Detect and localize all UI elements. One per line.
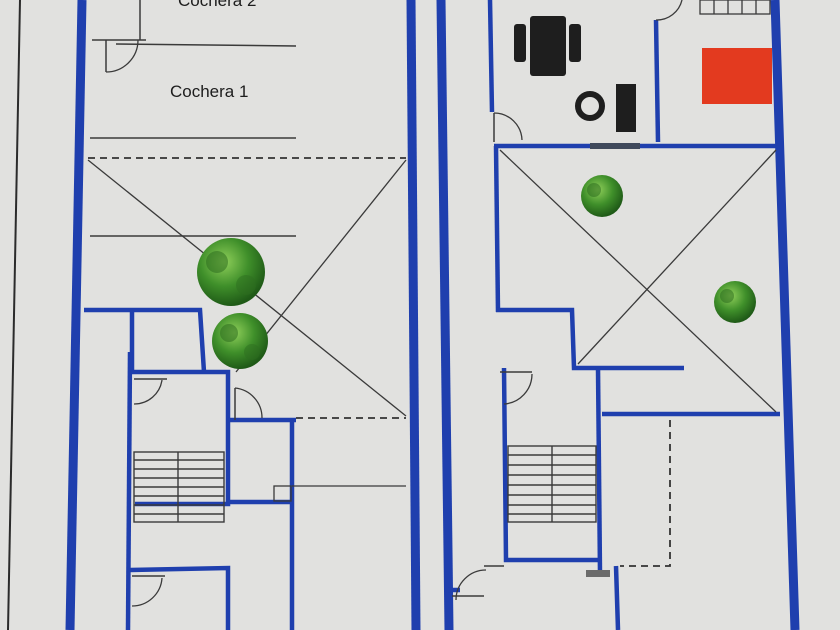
table-icon <box>514 16 581 76</box>
right-unit <box>436 0 800 630</box>
door-swing-icon <box>234 387 263 420</box>
tree-icon <box>714 281 756 323</box>
tree-icon <box>212 313 268 369</box>
door-swing-icon <box>131 575 165 607</box>
stairs-icon <box>133 451 225 523</box>
tree-icon <box>197 238 265 306</box>
garage-2-label: Cochera 2 <box>178 0 256 10</box>
door-swing-icon <box>133 378 167 405</box>
door-swing-icon <box>452 565 504 601</box>
door-swing-icon <box>92 0 146 73</box>
door-swing-icon <box>500 371 533 405</box>
right-unit-party-wall <box>436 0 454 630</box>
garage-1-label: Cochera 1 <box>170 82 248 101</box>
left-unit: Cochera 2 Cochera 1 <box>65 0 421 630</box>
door-swing-icon <box>493 112 523 142</box>
sofa-icon <box>575 84 636 132</box>
left-unit-party-wall <box>406 0 421 630</box>
red-block-icon <box>702 48 772 104</box>
left-unit-outer-wall <box>65 0 87 630</box>
right-unit-outer-wall <box>770 0 800 630</box>
left-margin-line <box>7 0 21 630</box>
stairs-icon <box>507 445 597 523</box>
tree-icon <box>581 175 623 217</box>
